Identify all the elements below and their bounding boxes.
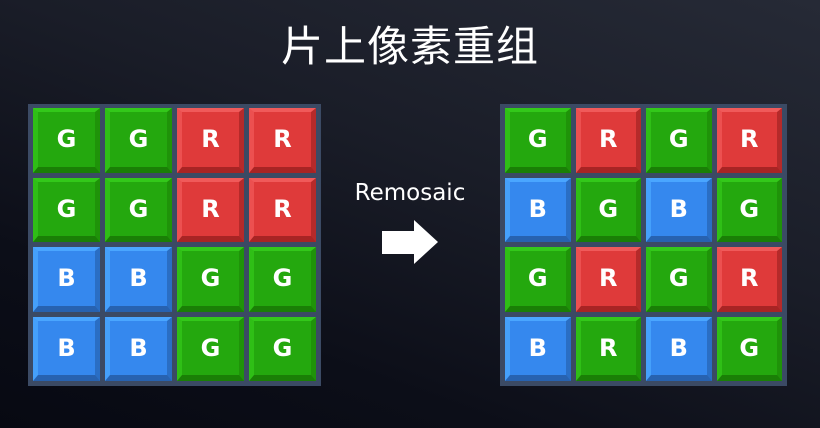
pixel-label: G bbox=[200, 264, 221, 293]
pixel-tile-b: B bbox=[33, 316, 100, 381]
pixel-label: B bbox=[669, 333, 688, 362]
pixel-label: B bbox=[129, 264, 148, 293]
pixel-label: R bbox=[599, 333, 618, 362]
pixel-label: G bbox=[668, 264, 689, 293]
pixel-tile-r: R bbox=[249, 177, 316, 242]
pixel-label: B bbox=[57, 264, 76, 293]
pixel-label: R bbox=[599, 125, 618, 154]
pixel-tile-g: G bbox=[716, 177, 782, 242]
pixel-label: R bbox=[273, 125, 292, 154]
pixel-tile-b: B bbox=[505, 316, 571, 381]
pixel-tile-r: R bbox=[177, 108, 244, 173]
pixel-tile-g: G bbox=[505, 247, 571, 312]
pixel-tile-r: R bbox=[716, 108, 782, 173]
pixel-tile-r: R bbox=[575, 108, 641, 173]
pixel-label: G bbox=[128, 194, 149, 223]
pixel-label: G bbox=[527, 264, 548, 293]
pixel-label: R bbox=[740, 264, 759, 293]
pixel-label: B bbox=[57, 333, 76, 362]
pixel-tile-g: G bbox=[177, 316, 244, 381]
pixel-tile-b: B bbox=[505, 177, 571, 242]
pixel-tile-g: G bbox=[716, 316, 782, 381]
pixel-tile-g: G bbox=[177, 247, 244, 312]
remosaic-label: Remosaic bbox=[354, 180, 466, 206]
pixel-label: G bbox=[128, 125, 149, 154]
pixel-tile-g: G bbox=[249, 316, 316, 381]
pixel-label: R bbox=[599, 264, 618, 293]
pixel-tile-b: B bbox=[105, 247, 172, 312]
pixel-tile-g: G bbox=[249, 247, 316, 312]
pixel-label: B bbox=[528, 194, 547, 223]
pixel-tile-g: G bbox=[105, 108, 172, 173]
pixel-label: G bbox=[56, 125, 77, 154]
pixel-label: R bbox=[740, 125, 759, 154]
pixel-label: G bbox=[56, 194, 77, 223]
pixel-tile-r: R bbox=[575, 247, 641, 312]
pixel-tile-r: R bbox=[249, 108, 316, 173]
pixel-tile-r: R bbox=[177, 177, 244, 242]
pixel-tile-b: B bbox=[33, 247, 100, 312]
right-arrow-icon bbox=[382, 220, 438, 264]
pixel-tile-b: B bbox=[646, 177, 712, 242]
pixel-label: G bbox=[272, 264, 293, 293]
pixel-label: G bbox=[739, 194, 760, 223]
pixel-label: G bbox=[668, 125, 689, 154]
pixel-tile-g: G bbox=[646, 247, 712, 312]
pixel-label: G bbox=[527, 125, 548, 154]
pixel-label: B bbox=[129, 333, 148, 362]
pixel-label: G bbox=[272, 333, 293, 362]
bayer-grid: G R G R B G B G G R G R B R B G bbox=[500, 104, 787, 386]
page-title: 片上像素重组 bbox=[280, 22, 539, 71]
pixel-label: B bbox=[669, 194, 688, 223]
pixel-label: B bbox=[528, 333, 547, 362]
pixel-label: G bbox=[598, 194, 619, 223]
pixel-tile-g: G bbox=[575, 177, 641, 242]
pixel-tile-g: G bbox=[33, 108, 100, 173]
pixel-tile-b: B bbox=[646, 316, 712, 381]
pixel-tile-g: G bbox=[33, 177, 100, 242]
pixel-tile-g: G bbox=[505, 108, 571, 173]
pixel-tile-g: R bbox=[575, 316, 641, 381]
pixel-tile-r: R bbox=[716, 247, 782, 312]
pixel-tile-b: B bbox=[105, 316, 172, 381]
pixel-tile-g: G bbox=[105, 177, 172, 242]
pixel-label: G bbox=[739, 333, 760, 362]
pixel-label: R bbox=[201, 194, 220, 223]
pixel-label: R bbox=[273, 194, 292, 223]
pixel-label: R bbox=[201, 125, 220, 154]
pixel-tile-g: G bbox=[646, 108, 712, 173]
quad-bayer-grid: G G R R G G R R B B G G B B G G bbox=[28, 104, 321, 386]
pixel-label: G bbox=[200, 333, 221, 362]
